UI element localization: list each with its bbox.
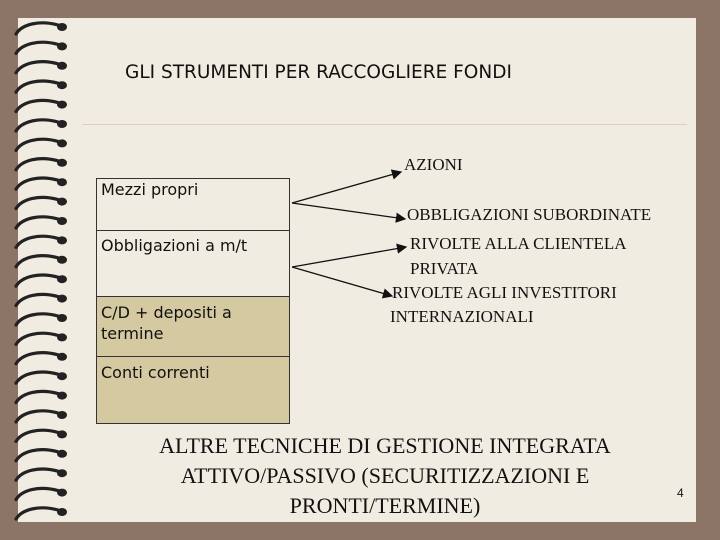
label-rivolte-investitori-cont: INTERNAZIONALI xyxy=(390,307,534,327)
footer-line: ALTRE TECNICHE DI GESTIONE INTEGRATA xyxy=(100,431,670,461)
arrow-to-clientela xyxy=(292,247,406,267)
footer-note: ALTRE TECNICHE DI GESTIONE INTEGRATA ATT… xyxy=(100,431,670,521)
page-number: 4 xyxy=(677,486,684,500)
label-azioni: AZIONI xyxy=(404,155,463,175)
arrow-to-azioni xyxy=(292,172,401,203)
label-rivolte-clientela-cont: PRIVATA xyxy=(410,259,478,279)
footer-line: ATTIVO/PASSIVO (SECURITIZZAZIONI E xyxy=(100,461,670,491)
footer-line: PRONTI/TERMINE) xyxy=(100,491,670,521)
arrow-to-subordinate xyxy=(292,203,405,219)
label-rivolte-investitori: RIVOLTE AGLI INVESTITORI xyxy=(392,283,617,303)
arrow-to-investitori xyxy=(292,267,392,296)
label-obbligazioni-subordinate: OBBLIGAZIONI SUBORDINATE xyxy=(407,205,651,225)
label-rivolte-clientela: RIVOLTE ALLA CLIENTELA xyxy=(410,234,627,254)
